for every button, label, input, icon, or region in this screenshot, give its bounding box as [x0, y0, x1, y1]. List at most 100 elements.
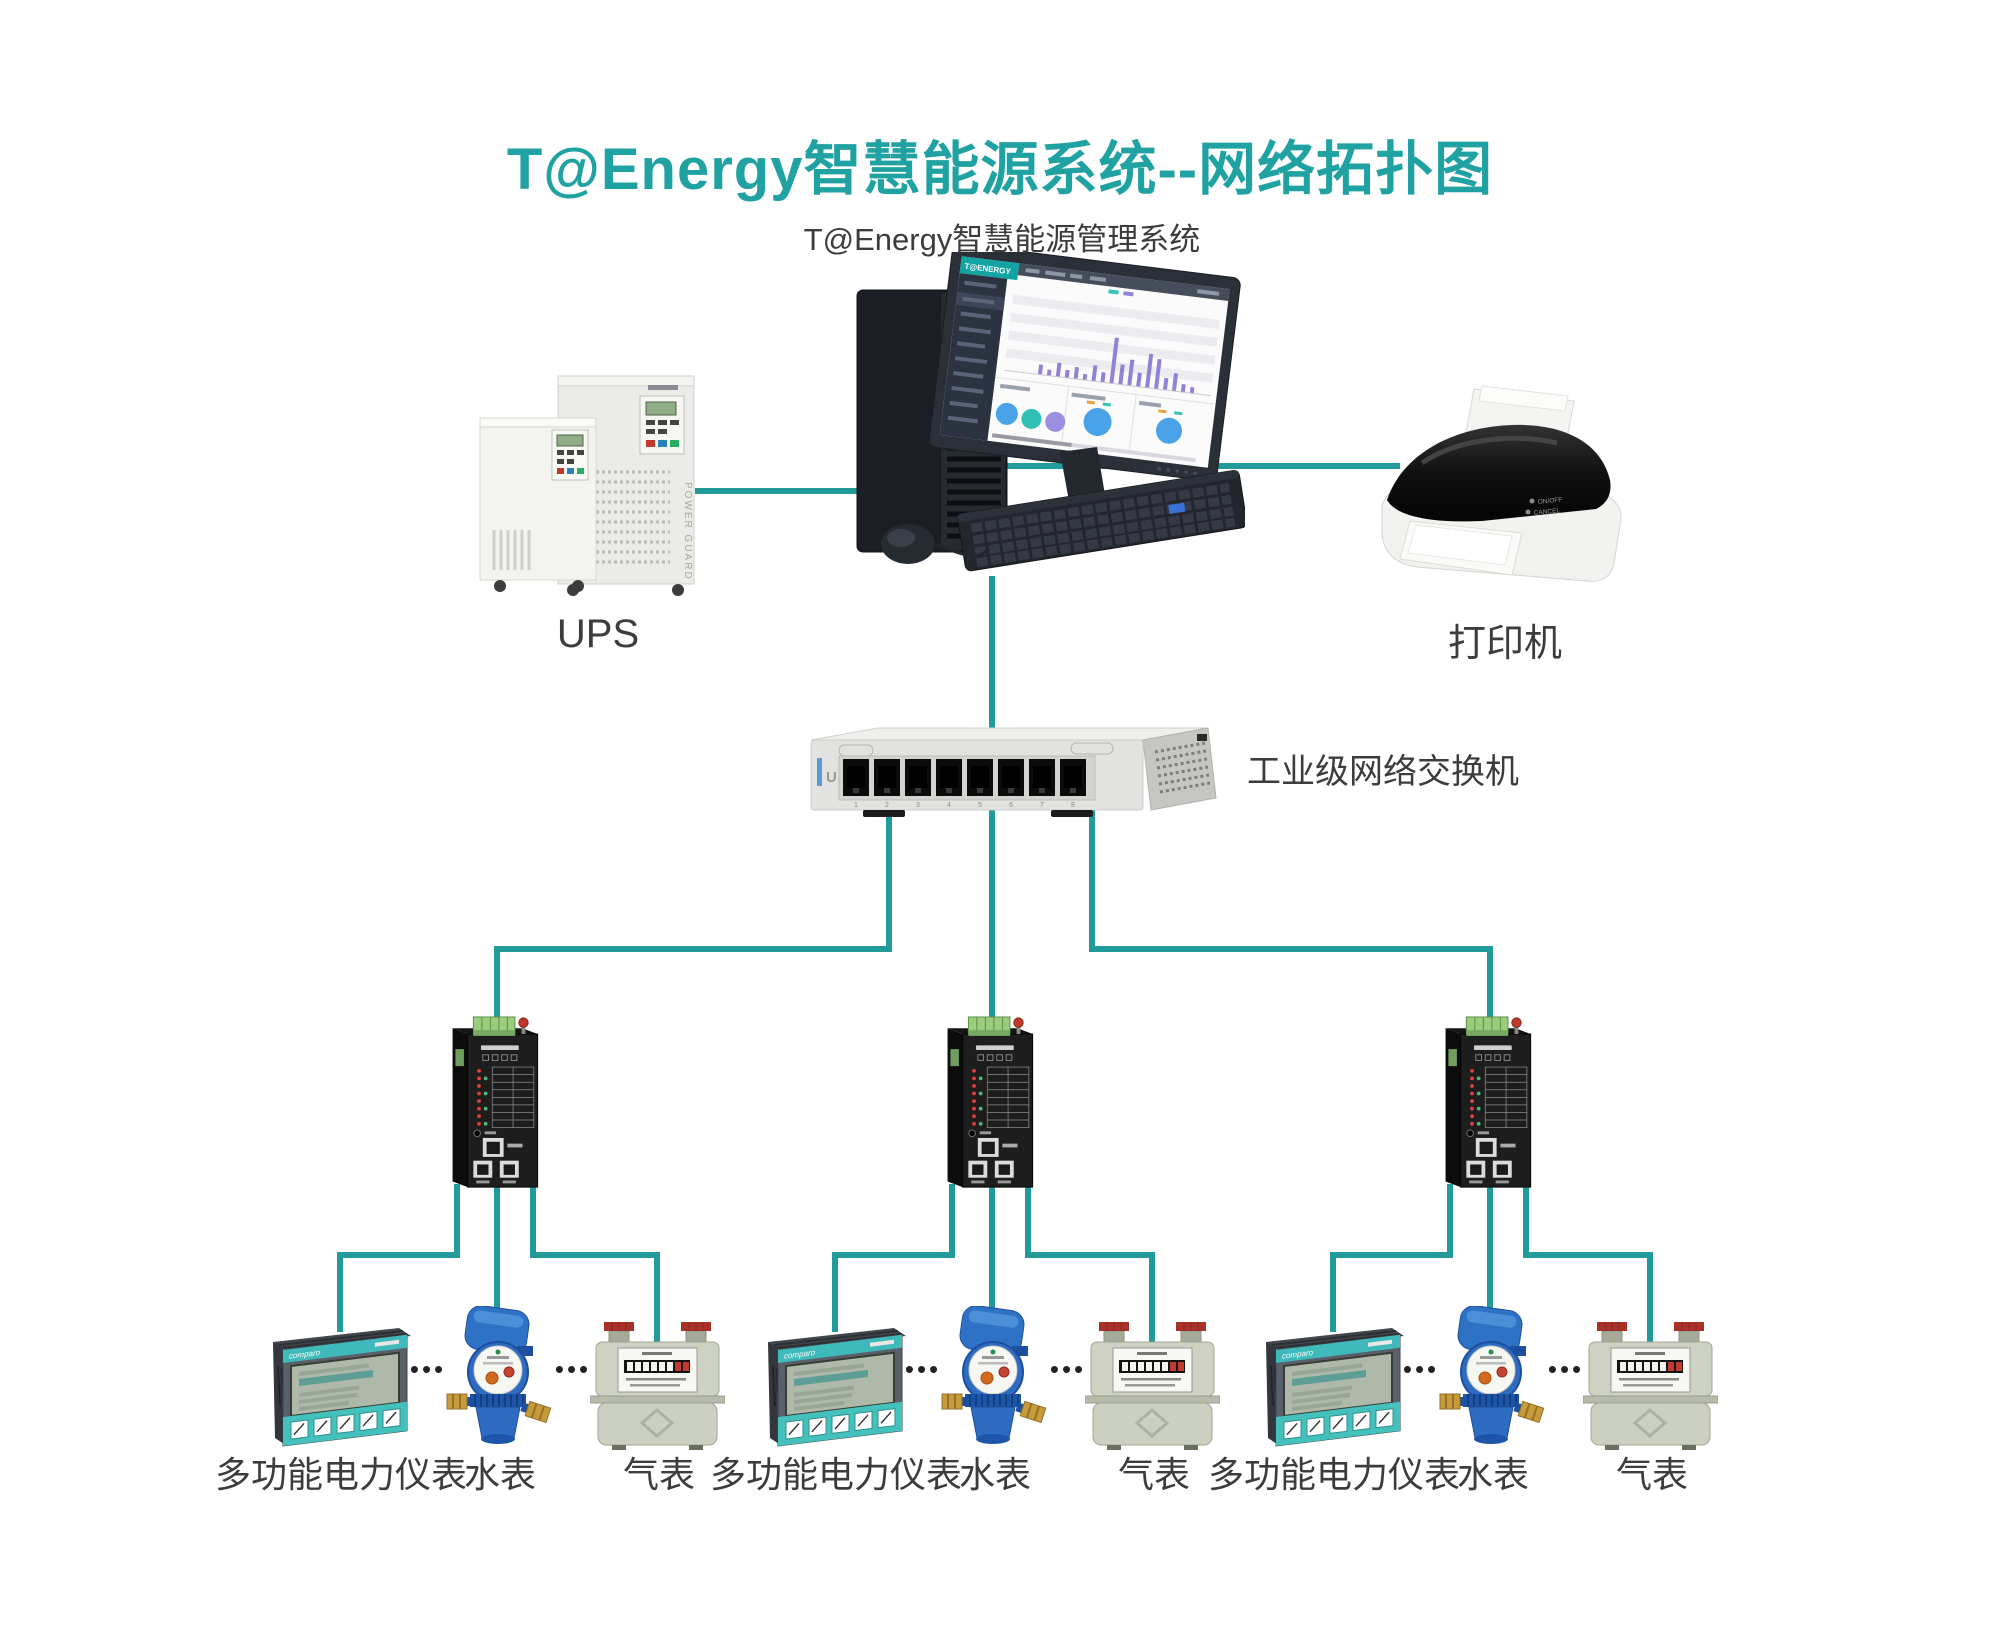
- dashboard-chart-bands: [1005, 294, 1220, 383]
- data-gateway-device: [947, 1016, 1034, 1188]
- switch-brand-logo: U: [826, 769, 837, 786]
- ellipsis-dots: •••: [409, 1354, 447, 1384]
- printer-cancel-button-label: CANCEL: [1533, 507, 1560, 517]
- printer-power-button-label: ON/OFF: [1537, 496, 1562, 506]
- gateway-terminal-block: [472, 1016, 516, 1036]
- printer-output-tray: [1399, 520, 1523, 576]
- ups-brand-mark: [648, 385, 678, 390]
- branch-v-left: [832, 1252, 838, 1332]
- gas-meter-body-bottom: [1590, 1402, 1711, 1446]
- switch-label: 工业级网络交换机: [1247, 753, 1519, 791]
- branch-h-right: [1523, 1252, 1653, 1258]
- water-meter-device: [941, 1306, 1047, 1444]
- meter-brand-text: comparo: [1282, 1348, 1314, 1361]
- gateway-side-face: [947, 1028, 963, 1188]
- gateway-side-face: [1445, 1028, 1461, 1188]
- gas-meter-emblem: [1134, 1408, 1170, 1438]
- water-meter-dial-pointer: [998, 1366, 1010, 1378]
- svg-text:3: 3: [916, 802, 920, 809]
- branch-h-right: [530, 1252, 660, 1258]
- branch-v-left: [337, 1252, 343, 1332]
- gateway-terminal-block: [1465, 1016, 1509, 1036]
- gateway-led-panel: [1470, 1066, 1528, 1128]
- ups-wheel: [672, 584, 684, 596]
- svg-text:1: 1: [854, 802, 858, 809]
- branch-stub-mid: [989, 1184, 995, 1324]
- gateway-port-top: [977, 1137, 1018, 1157]
- water-meter-lid: [464, 1306, 530, 1355]
- svg-text:7: 7: [1040, 802, 1044, 809]
- gateway-brand-glyphs: [1475, 1054, 1511, 1061]
- branch-h-left: [1330, 1252, 1453, 1258]
- dashboard-pie: [1045, 411, 1066, 432]
- meter-buttons: [290, 1408, 401, 1440]
- water-meter-dial-pointer: [980, 1371, 994, 1385]
- dashboard-pie: [1083, 407, 1112, 436]
- switch-badge-right: [1070, 742, 1114, 755]
- gateway-brand-glyphs: [977, 1054, 1013, 1061]
- water-meter-dial-pointer: [1496, 1366, 1508, 1378]
- branch-h-left: [832, 1252, 955, 1258]
- ups-side-text: POWER GUARD: [682, 482, 693, 581]
- water-meter-fitting-left: [941, 1393, 968, 1410]
- ups-wheel: [494, 580, 506, 592]
- branch-stub-left: [454, 1184, 460, 1258]
- water-meter-dial-pointer: [485, 1371, 499, 1385]
- line-computer-switch: [989, 576, 995, 736]
- line-switch-gateway3-v: [1089, 806, 1095, 952]
- branch-stub-right: [530, 1184, 536, 1258]
- gas-meter-flange: [590, 1395, 725, 1404]
- power-meter-device: comparo: [273, 1328, 411, 1447]
- power-meter-device: comparo: [768, 1328, 906, 1447]
- meter-front-face: comparo: [282, 1334, 408, 1447]
- branch-stub-mid: [1487, 1184, 1493, 1324]
- ups-vent-slots: [492, 530, 531, 570]
- dashboard-pie: [1021, 408, 1042, 429]
- data-gateway-device: [1445, 1016, 1532, 1188]
- gas-meter-label: 气表: [1615, 1454, 1689, 1495]
- svg-text:4: 4: [947, 802, 951, 809]
- gateway-terminal-block: [967, 1016, 1011, 1036]
- gateway-ports-bottom: [968, 1160, 1014, 1184]
- dashboard-sidebar: [939, 273, 1008, 441]
- gas-meter-panel: [617, 1347, 698, 1393]
- ups-control-panel: [551, 429, 589, 481]
- ups-wheel: [572, 580, 584, 592]
- switch-foot: [863, 810, 905, 817]
- gateway-reset-button: [968, 1129, 976, 1138]
- gas-meter-body-bottom: [597, 1402, 718, 1446]
- gas-meter-pipes: [604, 1322, 711, 1344]
- ellipsis-dots: •••: [1402, 1354, 1440, 1384]
- ellipsis-dots: •••: [1049, 1354, 1087, 1384]
- water-meter-label: 水表: [463, 1454, 537, 1495]
- gateway-port-top: [1475, 1137, 1516, 1157]
- gateway-led-panel: [477, 1066, 535, 1128]
- ups-front-tower: [479, 417, 597, 592]
- line-ups-computer: [695, 488, 870, 494]
- gas-meter-panel: [1112, 1347, 1193, 1393]
- ups-label: UPS: [556, 612, 640, 656]
- switch-lock-slot: [1197, 734, 1207, 741]
- water-meter-ring: [470, 1394, 526, 1407]
- branch-stub-right: [1523, 1184, 1529, 1258]
- gateway-brand-glyphs: [482, 1054, 518, 1061]
- svg-text:2: 2: [885, 802, 889, 809]
- branch-stub-left: [949, 1184, 955, 1258]
- gas-meter-flange: [1583, 1395, 1718, 1404]
- meter-header-strip: [1276, 1334, 1400, 1363]
- switch-vent-dots: [1154, 741, 1211, 794]
- water-meter-label: 水表: [958, 1454, 1032, 1495]
- branch-v-right: [1149, 1252, 1155, 1346]
- gas-meter-label: 气表: [622, 1454, 696, 1495]
- line-switch-gateway2-v: [989, 806, 995, 1022]
- branch-h-right: [1025, 1252, 1155, 1258]
- keyboard-accent-key: [1168, 502, 1186, 515]
- gateway-reset-button: [1466, 1129, 1474, 1138]
- gateway-brand-mark: [975, 1045, 1014, 1051]
- gateway-antenna-knob: [1013, 1017, 1024, 1034]
- dashboard-logo-box: [959, 256, 1020, 281]
- power-meter-label: 多功能电力仪表: [709, 1454, 963, 1495]
